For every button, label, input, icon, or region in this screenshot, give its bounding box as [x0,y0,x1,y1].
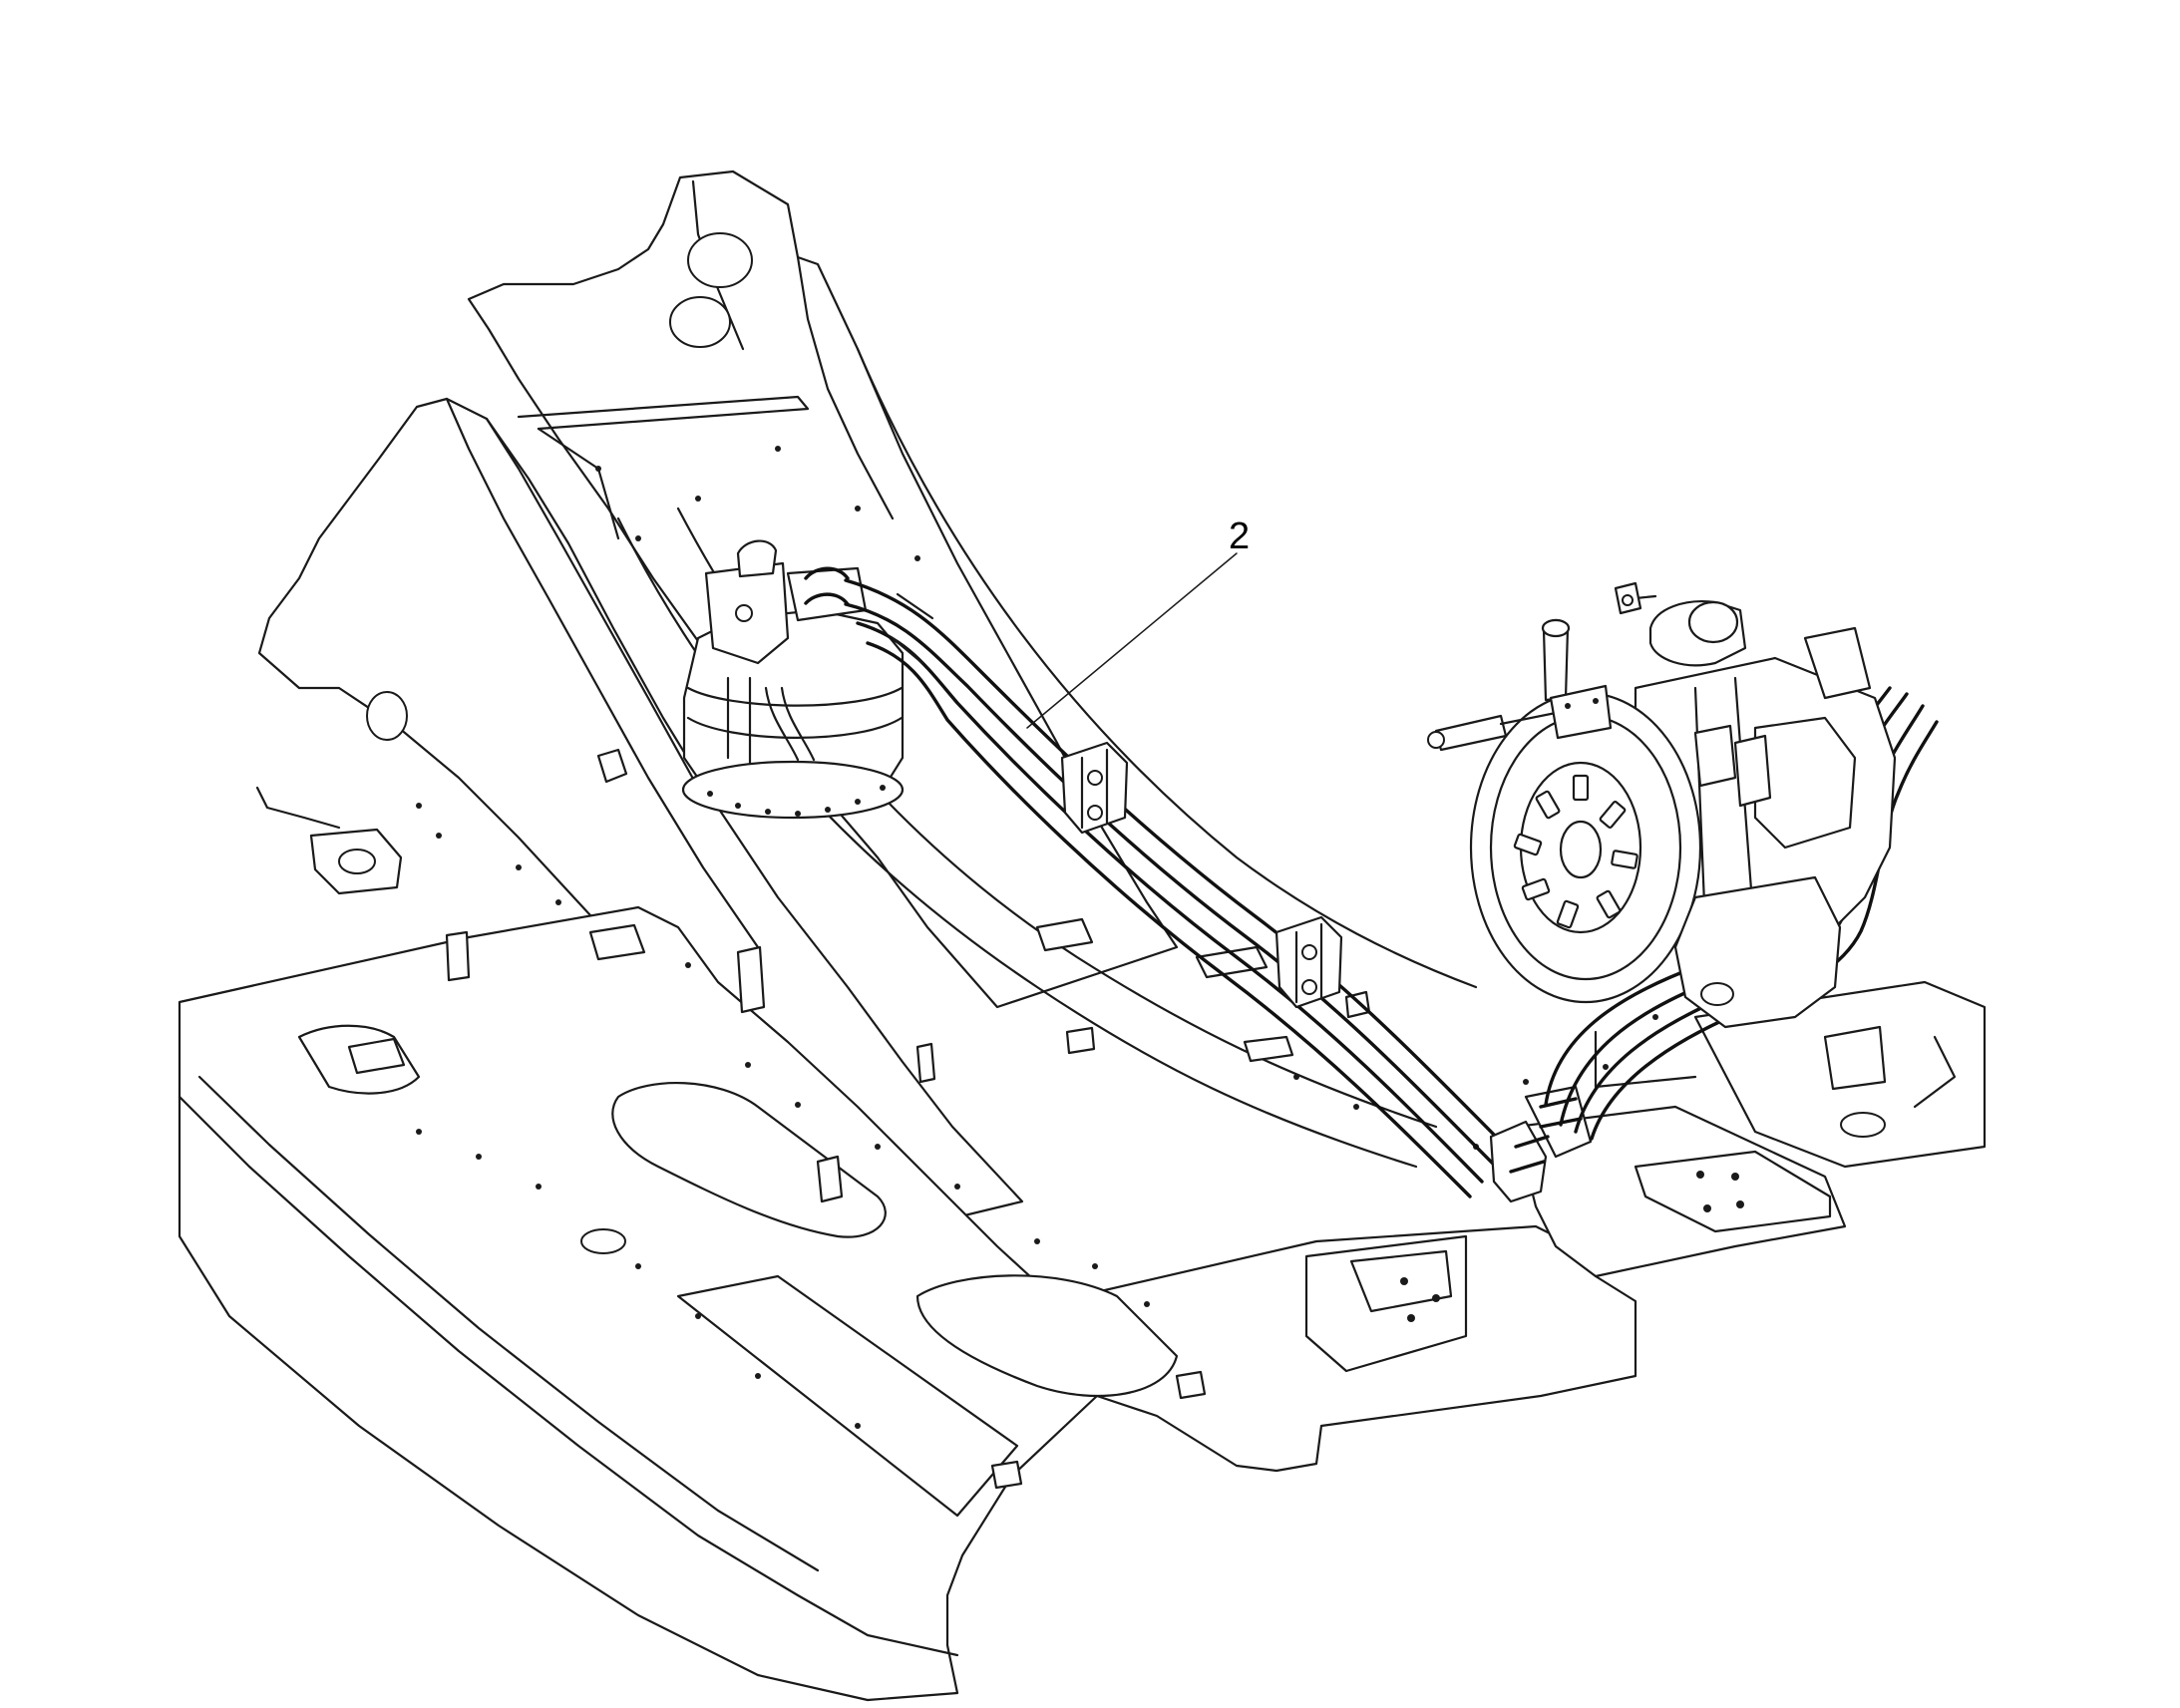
side-plate-hole [366,691,408,741]
boom-pin-hole-upper [687,232,753,288]
motor-flange-bolts [707,785,886,817]
pump-assembly [1427,581,1897,1029]
boom-pin-hole-lower [669,296,731,348]
lower-frame [178,905,1987,1702]
hose-clamp-lower [1274,915,1343,1009]
right-plate-hole [1840,1112,1886,1138]
callout-leader-line [1026,552,1238,729]
hose-fittings-lower [1489,1085,1593,1203]
swing-motor [681,539,905,820]
hose-clamp-upper [1060,741,1129,835]
coupling-lugs [1513,774,1638,929]
mounting-bolts [416,446,1658,1429]
callout-2: 2 [1026,515,1250,729]
hydraulic-hose-bundle [844,578,1508,1198]
center-oval-recess [580,1228,626,1254]
callout-number: 2 [1229,515,1250,557]
